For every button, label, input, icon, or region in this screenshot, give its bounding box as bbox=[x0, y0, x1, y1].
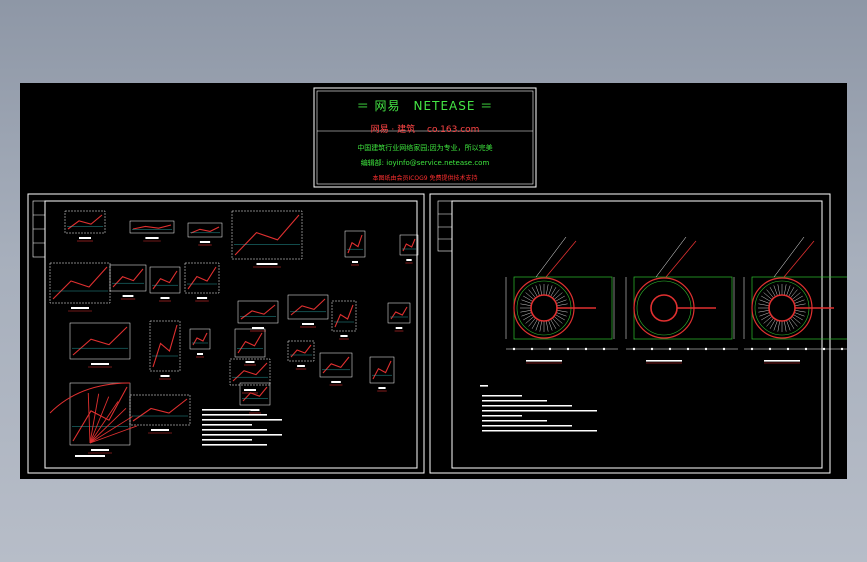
section-detail bbox=[149, 320, 181, 380]
title-slogan: 中国建筑行业网络家园;因为专业，所以完美 bbox=[357, 144, 493, 152]
section-detail bbox=[129, 220, 175, 242]
section-detail bbox=[149, 266, 181, 302]
section-detail bbox=[64, 210, 106, 242]
round-pit-plan bbox=[743, 236, 847, 364]
left-drawing-sheet bbox=[27, 193, 425, 474]
section-detail bbox=[49, 262, 111, 312]
section-detail bbox=[387, 302, 411, 332]
section-detail bbox=[231, 210, 303, 268]
section-detail bbox=[319, 352, 353, 386]
section-detail bbox=[399, 234, 419, 264]
section-detail bbox=[331, 300, 357, 340]
section-detail bbox=[229, 358, 271, 394]
section-detail bbox=[287, 340, 315, 370]
section-detail bbox=[109, 264, 147, 300]
section-detail bbox=[369, 356, 395, 392]
section-detail bbox=[237, 300, 279, 332]
title-subtitle: 网易 · 建筑 co.163.com bbox=[370, 125, 480, 135]
section-detail bbox=[189, 328, 211, 358]
round-pit-plan bbox=[505, 236, 618, 364]
title-note: 本图纸由会员ICOG9 免费提供技术支持 bbox=[372, 175, 478, 182]
cad-model-space[interactable]: ＝ 网易 NETEASE ＝ 网易 · 建筑 co.163.com 中国建筑行业… bbox=[20, 83, 847, 479]
title-netease: ＝ 网易 NETEASE ＝ bbox=[356, 99, 494, 113]
section-detail bbox=[184, 262, 220, 302]
drawing-sheets bbox=[27, 87, 847, 474]
section-detail bbox=[234, 328, 266, 366]
right-drawing-sheet bbox=[429, 193, 847, 474]
round-pit-plan bbox=[625, 236, 738, 364]
title-contact: 编辑部: ioyinfo@service.netease.com bbox=[360, 159, 490, 167]
section-detail bbox=[187, 222, 223, 246]
section-detail bbox=[129, 394, 191, 434]
section-detail bbox=[239, 382, 271, 414]
section-detail bbox=[287, 294, 329, 328]
section-detail bbox=[344, 230, 366, 266]
fan-detail bbox=[49, 382, 138, 457]
title-block: ＝ 网易 NETEASE ＝ 网易 · 建筑 co.163.com 中国建筑行业… bbox=[314, 88, 536, 187]
section-detail bbox=[69, 322, 131, 368]
